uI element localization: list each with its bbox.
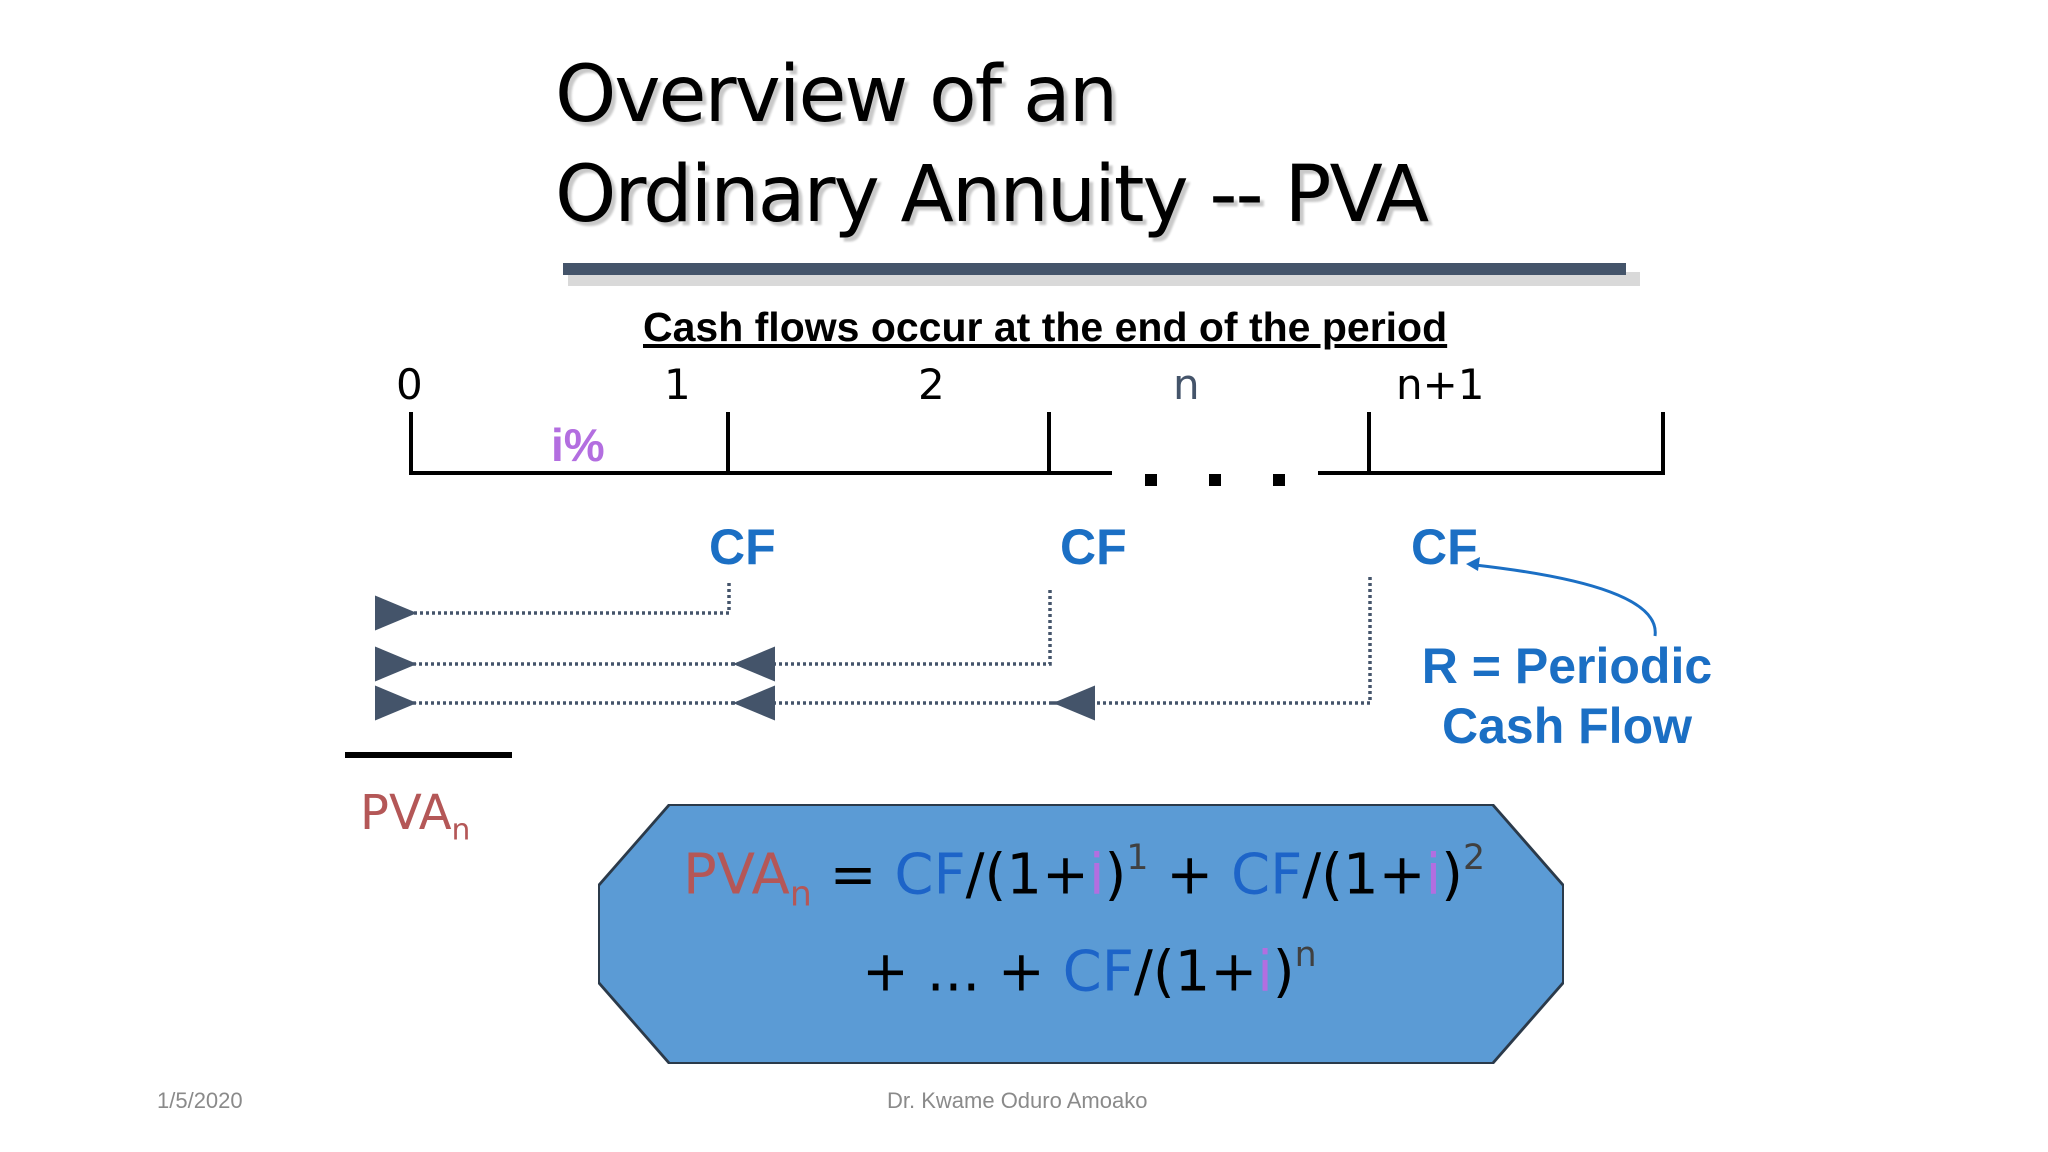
pva-label: PVAn — [360, 785, 470, 847]
formula-close-1: ) — [1104, 842, 1127, 908]
pva-label-main: PVA — [360, 785, 452, 841]
interest-rate-label: i% — [551, 419, 605, 471]
formula-line-1: PVAn = CF/(1+i)1 + CF/(1+i)2 — [683, 838, 1485, 914]
discount-path-2 — [375, 590, 1052, 682]
ellipsis-dot-1 — [1145, 474, 1157, 486]
periodic-cash-flow-arrow — [1474, 563, 1657, 637]
formula-exp-2: 2 — [1462, 838, 1486, 878]
formula-close-n: ) — [1272, 939, 1295, 1005]
formula-equals: = — [811, 842, 895, 908]
formula-exp-1: 1 — [1126, 838, 1149, 878]
discount-path-3 — [375, 577, 1372, 721]
title-line-1: Overview of an — [555, 50, 1118, 140]
title-rule — [563, 263, 1626, 275]
formula-plus-1: + — [1148, 842, 1231, 908]
formula-line-2: + ... + CF/(1+i)n — [862, 935, 1317, 1004]
pva-label-subscript: n — [451, 812, 471, 848]
formula-cf-n: CF — [1062, 939, 1134, 1005]
periodic-cash-flow-note: R = Periodic Cash Flow — [1412, 636, 1722, 756]
formula-open-1: /(1+ — [965, 842, 1089, 908]
formula-i-1: i — [1088, 842, 1105, 908]
cash-flow-label-2: CF — [1060, 519, 1127, 575]
tick-label-0: 0 — [396, 360, 423, 409]
periodic-cash-flow-arrowhead — [1466, 557, 1480, 571]
tick-label-1: 1 — [664, 360, 691, 409]
formula-open-n: /(1+ — [1133, 939, 1258, 1005]
formula-cf-1: CF — [894, 842, 966, 908]
tick-label-n: n — [1173, 360, 1200, 409]
formula-open-2: /(1+ — [1302, 842, 1426, 908]
tick-label-2: 2 — [918, 360, 945, 409]
formula-close-2: ) — [1441, 842, 1463, 908]
formula-cf-2: CF — [1230, 842, 1303, 908]
formula-line2-prefix: + ... + — [862, 939, 1063, 1005]
formula-i-n: i — [1257, 939, 1273, 1005]
tick-label-n-plus-1: n+1 — [1396, 360, 1485, 409]
note-line-2: Cash Flow — [1441, 698, 1693, 754]
caption: Cash flows occur at the end of the perio… — [643, 304, 1448, 350]
formula-pva-sub: n — [789, 874, 812, 915]
footer-date: 1/5/2020 — [157, 1088, 243, 1113]
formula-i-2: i — [1425, 842, 1442, 908]
discount-path-1 — [375, 583, 731, 631]
footer-author: Dr. Kwame Oduro Amoako — [887, 1088, 1148, 1113]
title-line-2: Ordinary Annuity -- PVA — [555, 150, 1429, 240]
formula-exp-n: n — [1294, 935, 1317, 975]
cash-flow-label-1: CF — [709, 519, 776, 575]
note-line-1: R = Periodic — [1421, 638, 1713, 694]
cash-flow-label-n: CF — [1411, 519, 1478, 575]
ellipsis-dot-2 — [1209, 474, 1221, 486]
title-rule-shadow — [568, 272, 1640, 286]
ellipsis-dot-3 — [1273, 474, 1285, 486]
formula-box — [600, 806, 1562, 1062]
formula-pva: PVA — [683, 842, 790, 908]
